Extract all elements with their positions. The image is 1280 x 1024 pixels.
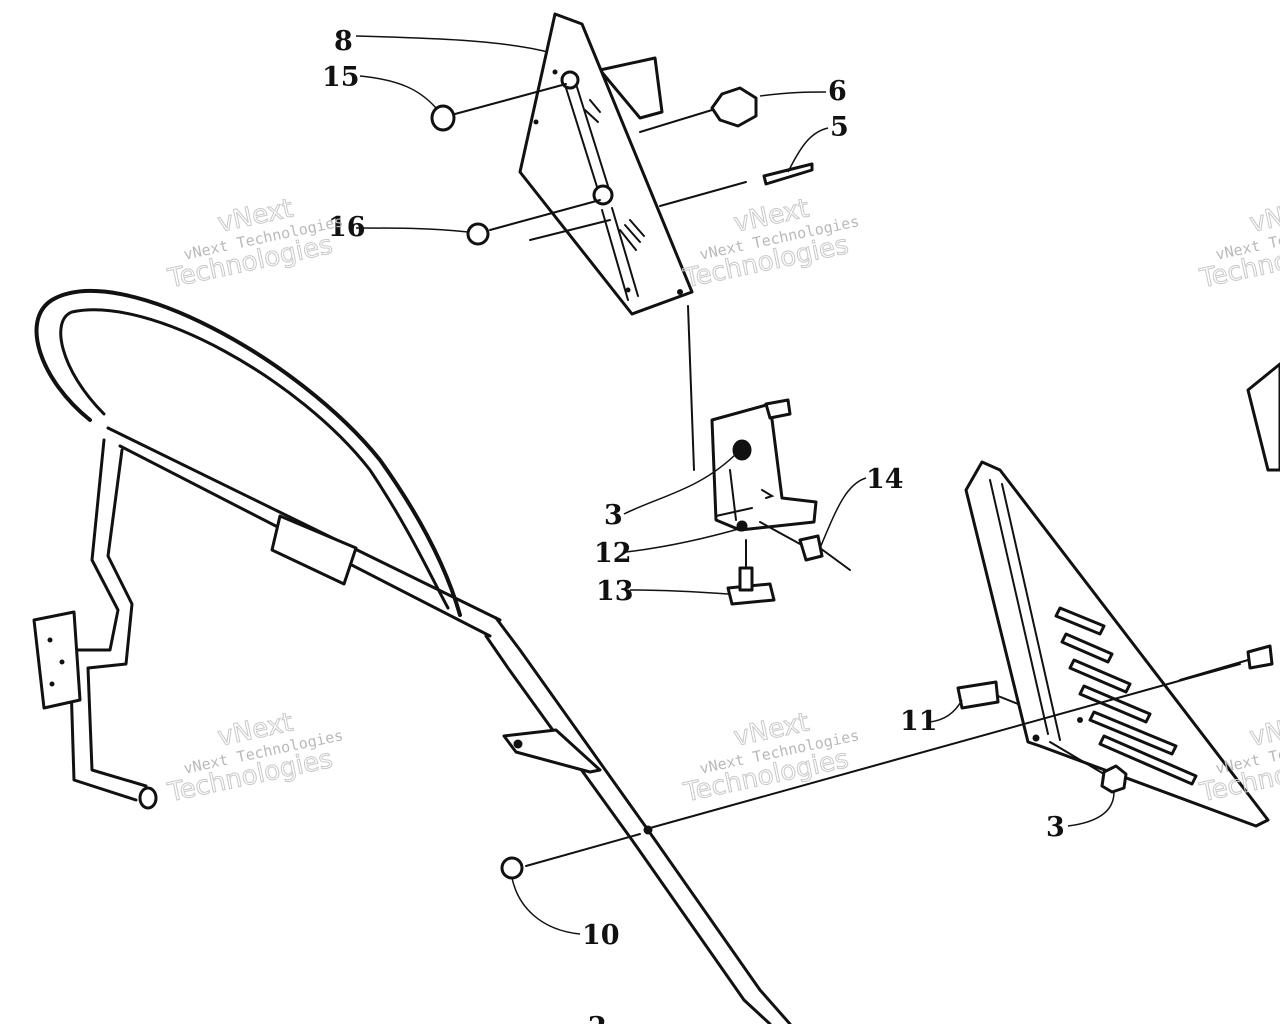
leader-long <box>649 663 1241 829</box>
watermark-2: vNext vNext Technologies Technologies <box>680 193 861 295</box>
grommet-6 <box>639 86 758 133</box>
svg-text:vNext: vNext <box>1247 194 1280 239</box>
callout-6: 6 <box>828 76 847 107</box>
callout-3-upper: 3 <box>604 500 623 531</box>
callout-10: 10 <box>582 920 620 951</box>
fastener-13 <box>726 539 776 606</box>
callout-2: 2 <box>588 1012 607 1024</box>
nut-10 <box>500 833 641 880</box>
upper-mount-plate <box>518 12 694 316</box>
right-panel <box>964 460 1270 828</box>
bolt-right <box>1179 644 1274 681</box>
rivet-5 <box>659 162 814 207</box>
watermark-1: vNext vNext Technologies Technologies <box>164 193 345 295</box>
leader-vertical <box>687 305 695 471</box>
fastener-16 <box>466 199 611 246</box>
callout-numbers: 8 15 6 5 16 14 3 12 13 11 3 10 2 <box>322 26 1065 1024</box>
callout-8: 8 <box>334 26 353 57</box>
watermark-4: vNext vNext Technologies Technologies <box>164 707 345 809</box>
callout-14: 14 <box>866 464 904 495</box>
callout-5: 5 <box>830 112 849 143</box>
callout-16: 16 <box>328 212 366 243</box>
middle-bracket <box>710 398 818 532</box>
callout-3-lower: 3 <box>1046 812 1065 843</box>
svg-text:vNext: vNext <box>1247 708 1280 753</box>
callout-leaders <box>355 35 1115 935</box>
callout-12: 12 <box>594 538 632 569</box>
watermark-5: vNext vNext Technologies Technologies <box>680 707 861 809</box>
frame-tube <box>32 289 792 1024</box>
fastener-15 <box>430 83 567 132</box>
callout-13: 13 <box>596 576 634 607</box>
watermark-3: vNext vNext Technologies Technologies <box>1196 193 1280 295</box>
callout-11: 11 <box>900 706 938 737</box>
bolt-14 <box>759 521 851 571</box>
nut-3-lower <box>1049 741 1128 794</box>
stud-11 <box>956 680 1019 710</box>
right-box <box>1246 362 1280 472</box>
callout-15: 15 <box>322 62 360 93</box>
